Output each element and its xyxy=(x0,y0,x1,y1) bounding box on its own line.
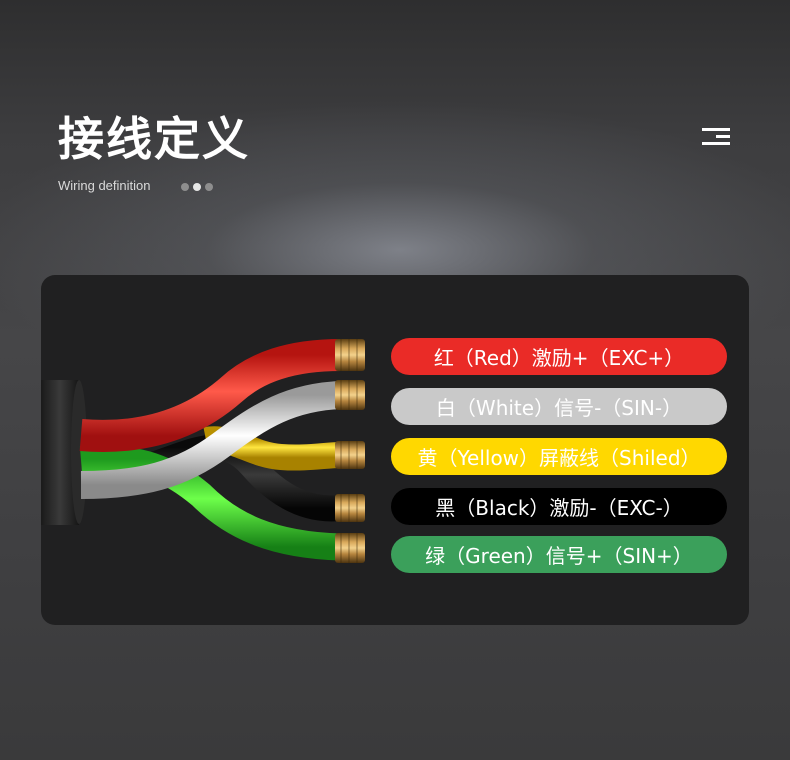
wire-label-yellow: 黄（Yellow）屏蔽线（Shiled） xyxy=(391,438,727,475)
page-subtitle: Wiring definition xyxy=(58,178,151,193)
cable-illustration xyxy=(41,339,365,563)
wire-label-text: 白（White）信号-（SIN-） xyxy=(435,396,683,420)
wire-label-black: 黑（Black）激励-（EXC-） xyxy=(391,488,727,525)
red-wire xyxy=(79,339,342,452)
pagination-dot-active[interactable] xyxy=(193,183,201,191)
green-wire xyxy=(79,445,342,561)
white-wire xyxy=(80,381,342,499)
wire-label-text: 黄（Yellow）屏蔽线（Shiled） xyxy=(417,446,701,470)
copper-terminals xyxy=(335,339,365,563)
wire-label-red: 红（Red）激励+（EXC+） xyxy=(391,338,727,375)
page-title: 接线定义 xyxy=(58,112,250,166)
wire-label-text: 绿（Green）信号+（SIN+） xyxy=(425,544,693,568)
wiring-card: 红（Red）激励+（EXC+） 白（White）信号-（SIN-） 黄（Yell… xyxy=(41,275,749,625)
wire-label-text: 黑（Black）激励-（EXC-） xyxy=(435,496,683,520)
pagination-dot[interactable] xyxy=(181,183,189,191)
pagination-dot[interactable] xyxy=(205,183,213,191)
menu-icon[interactable] xyxy=(700,127,732,147)
pagination-dots xyxy=(181,183,213,191)
wire-label-text: 红（Red）激励+（EXC+） xyxy=(433,346,685,370)
wire-label-white: 白（White）信号-（SIN-） xyxy=(391,388,727,425)
wire-label-green: 绿（Green）信号+（SIN+） xyxy=(391,536,727,573)
